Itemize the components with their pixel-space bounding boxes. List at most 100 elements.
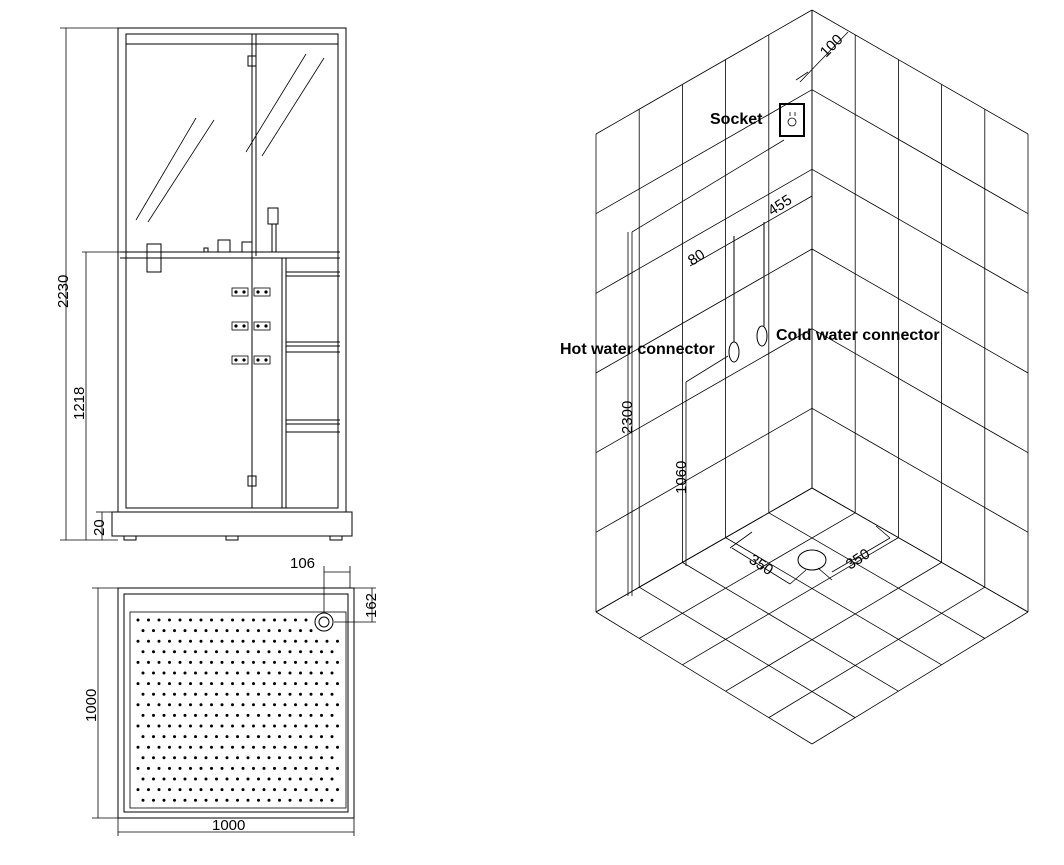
dot bbox=[267, 735, 271, 739]
dot bbox=[241, 639, 245, 643]
dot bbox=[225, 777, 229, 781]
dot bbox=[225, 798, 229, 802]
dot bbox=[152, 735, 155, 739]
dot bbox=[320, 671, 323, 675]
dot bbox=[278, 798, 281, 802]
dot bbox=[283, 639, 287, 643]
dot bbox=[162, 650, 166, 654]
dot bbox=[152, 650, 155, 654]
dot bbox=[336, 682, 339, 686]
dot bbox=[136, 745, 140, 749]
dot bbox=[220, 703, 224, 707]
dot bbox=[178, 745, 182, 749]
dot bbox=[262, 745, 266, 749]
dot bbox=[136, 682, 140, 686]
dot bbox=[157, 660, 161, 664]
dot bbox=[215, 671, 218, 675]
floor-drain bbox=[797, 549, 827, 571]
dot bbox=[288, 713, 292, 717]
dot bbox=[231, 703, 234, 707]
grid-line bbox=[768, 586, 986, 718]
grid-line bbox=[811, 407, 1029, 533]
dot bbox=[330, 692, 334, 696]
dot bbox=[204, 650, 208, 654]
dot bbox=[257, 671, 260, 675]
dot bbox=[194, 756, 197, 760]
hinge-top bbox=[247, 55, 257, 67]
cabin-inner-frame bbox=[125, 33, 339, 509]
dot bbox=[257, 692, 260, 696]
dot bbox=[189, 703, 192, 707]
handheld-shower bbox=[267, 207, 279, 225]
dot bbox=[199, 618, 203, 622]
dot bbox=[210, 660, 213, 664]
grid-line bbox=[682, 562, 899, 692]
dot bbox=[183, 777, 187, 781]
dot bbox=[262, 724, 266, 728]
dot bbox=[236, 756, 239, 760]
dot bbox=[168, 682, 171, 686]
dot bbox=[330, 777, 334, 781]
dot bbox=[199, 639, 203, 643]
dimension-drain-right: 350 bbox=[817, 525, 891, 581]
glass-reflection bbox=[135, 53, 325, 223]
dot bbox=[210, 724, 213, 728]
dot bbox=[157, 682, 161, 686]
isometric-view: Socket 100 2300 455 80 Hot wate bbox=[560, 9, 1029, 745]
dot bbox=[267, 629, 271, 633]
dot bbox=[210, 703, 213, 707]
grid-line bbox=[768, 512, 986, 639]
dot bbox=[241, 788, 245, 792]
shelves bbox=[286, 271, 340, 433]
dot bbox=[173, 798, 176, 802]
dot bbox=[288, 629, 292, 633]
dot bbox=[241, 724, 245, 728]
dot bbox=[194, 650, 197, 654]
base-tray bbox=[111, 511, 353, 537]
dot bbox=[336, 745, 339, 749]
grid-line bbox=[595, 487, 813, 613]
dot bbox=[204, 756, 208, 760]
dot bbox=[141, 713, 145, 717]
dot bbox=[278, 650, 281, 654]
dot bbox=[320, 650, 323, 654]
dim-drain-right-label: 350 bbox=[843, 545, 873, 573]
dot bbox=[246, 692, 250, 696]
dot bbox=[157, 788, 161, 792]
dot bbox=[273, 745, 276, 749]
dot bbox=[241, 682, 245, 686]
dot bbox=[288, 735, 292, 739]
dot bbox=[231, 766, 234, 770]
dot bbox=[168, 724, 171, 728]
dot bbox=[309, 756, 313, 760]
dot bbox=[330, 735, 334, 739]
dot bbox=[231, 745, 234, 749]
dot bbox=[299, 671, 302, 675]
jet-icon bbox=[253, 355, 271, 365]
dot bbox=[257, 735, 260, 739]
dimension-base: 20 bbox=[91, 511, 112, 540]
cabin-frame bbox=[117, 27, 347, 513]
dot bbox=[178, 639, 182, 643]
dot bbox=[283, 660, 287, 664]
dot bbox=[189, 639, 192, 643]
dimension-socket-height: 2300 bbox=[619, 139, 785, 596]
dot bbox=[225, 692, 229, 696]
dot bbox=[325, 766, 329, 770]
dot bbox=[252, 724, 255, 728]
dot bbox=[168, 660, 171, 664]
dot bbox=[309, 650, 313, 654]
dot bbox=[194, 713, 197, 717]
tiled-wall-grid bbox=[595, 9, 1029, 745]
grid-line bbox=[811, 248, 1029, 374]
jet-icon bbox=[231, 321, 249, 331]
dot bbox=[299, 629, 302, 633]
dot bbox=[152, 777, 155, 781]
grid-line bbox=[811, 89, 1029, 215]
dot bbox=[283, 703, 287, 707]
tray-inner bbox=[123, 593, 349, 813]
dot bbox=[262, 682, 266, 686]
dot bbox=[136, 660, 140, 664]
grid-line bbox=[638, 512, 856, 639]
